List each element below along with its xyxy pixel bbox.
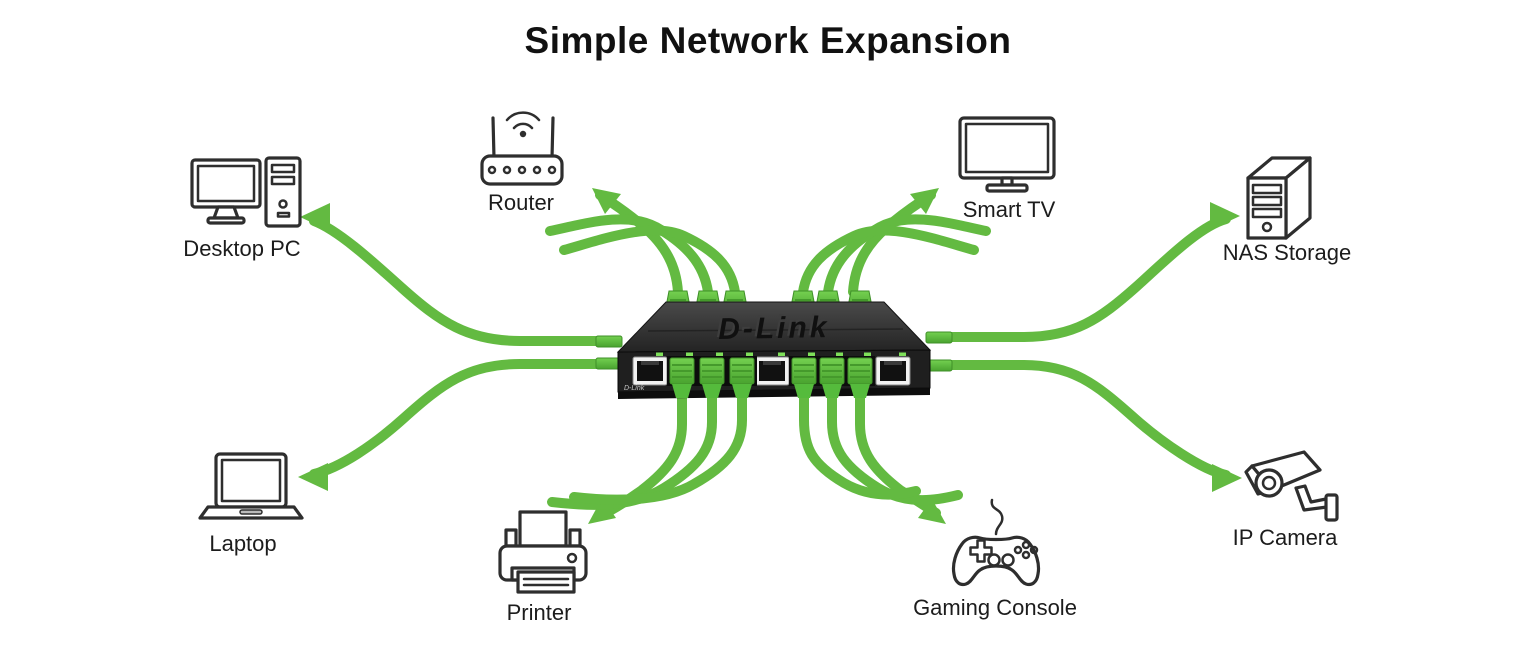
gamepad-icon — [951, 498, 1041, 587]
cables-gaming-console — [799, 391, 963, 524]
router-icon — [480, 111, 564, 186]
device-label-smart-tv: Smart TV — [962, 197, 1056, 222]
laptop-icon — [198, 452, 304, 520]
switch-right-plugs — [925, 331, 953, 372]
cable-nas-storage — [939, 202, 1240, 342]
device-label-laptop: Laptop — [209, 531, 277, 556]
device-label-printer: Printer — [506, 600, 572, 625]
device-label-ip-camera: IP Camera — [1232, 525, 1338, 550]
cables-router — [545, 188, 740, 297]
desktop-pc-icon — [190, 156, 302, 228]
cable-laptop — [298, 359, 607, 491]
arrowhead-gaming-console — [918, 499, 946, 524]
cable-desktop-pc — [300, 203, 607, 346]
cables-printer — [547, 391, 747, 524]
arrowhead-printer — [588, 498, 616, 524]
switch-port-leds — [656, 352, 906, 356]
device-label-desktop-pc: Desktop PC — [183, 236, 301, 261]
device-label-gaming-console: Gaming Console — [913, 595, 1077, 620]
printer-icon — [498, 510, 588, 594]
arrowhead-router — [592, 188, 621, 214]
switch-left-plugs — [595, 335, 623, 370]
arrowhead-nas-storage — [1210, 202, 1240, 230]
switch-front-plugs — [667, 356, 875, 398]
switch-brand-logo-shadow: D-Link — [718, 311, 830, 346]
smart-tv-icon — [958, 116, 1056, 193]
device-label-nas-storage: NAS Storage — [1222, 240, 1352, 265]
arrowhead-desktop-pc — [300, 203, 330, 231]
cable-ip-camera — [939, 360, 1242, 492]
device-label-router: Router — [487, 190, 555, 215]
network-switch: D-Link D-Link — [595, 290, 953, 399]
switch-empty-ports — [632, 356, 911, 386]
cctv-camera-icon — [1244, 450, 1339, 522]
switch-brand-logo: D-Link — [716, 309, 828, 344]
nas-server-icon — [1246, 156, 1312, 240]
arrowhead-laptop — [298, 463, 328, 491]
arrowhead-ip-camera — [1212, 464, 1242, 492]
diagram-title: Simple Network Expansion — [524, 20, 1012, 61]
arrowhead-smart-tv — [910, 188, 939, 214]
switch-front-label: D-Link — [624, 385, 645, 392]
cables-smart-tv — [798, 188, 991, 297]
